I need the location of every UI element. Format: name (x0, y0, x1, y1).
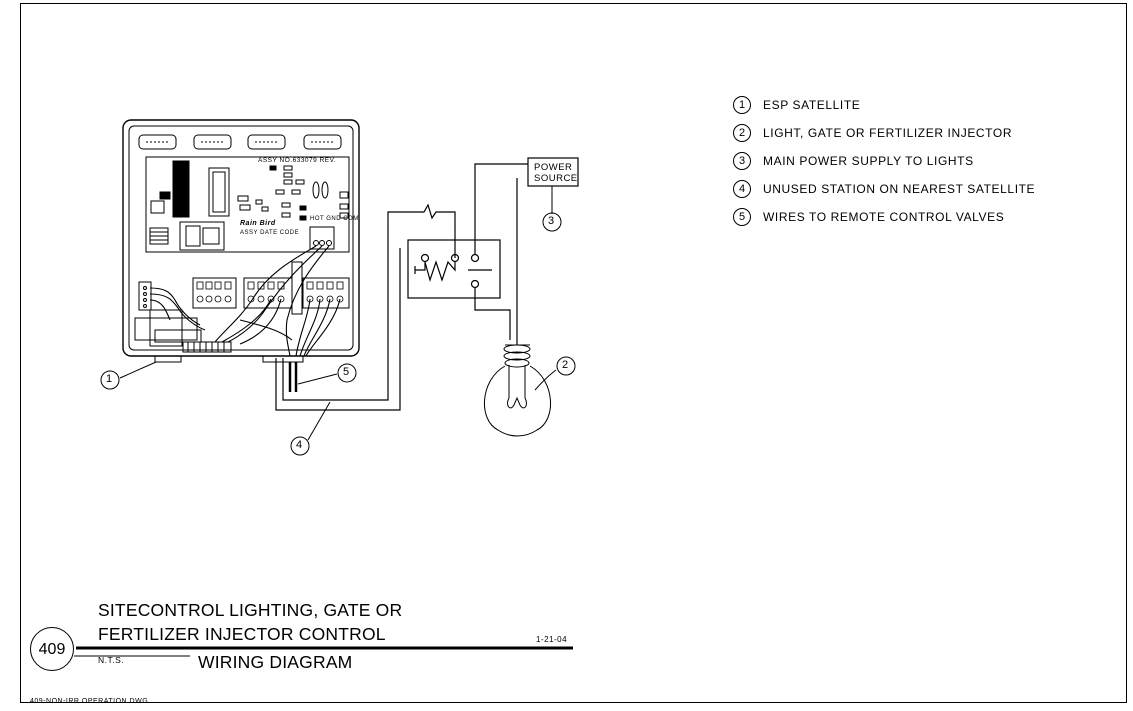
callout-5: 5 (343, 366, 350, 378)
filename-label: 409-NON-IRR OPERATION.DWG (30, 698, 149, 705)
light-bulb (484, 344, 551, 437)
legend-number: 2 (733, 124, 751, 142)
legend-number: 4 (733, 180, 751, 198)
legend-number: 3 (733, 152, 751, 170)
legend-text: LIGHT, GATE OR FERTILIZER INJECTOR (763, 126, 1013, 140)
callout-circles (100, 212, 576, 456)
date-label: 1-21-04 (536, 635, 568, 644)
legend-number: 5 (733, 208, 751, 226)
external-wiring (275, 157, 579, 411)
callout-leaders (119, 186, 557, 441)
transformer (134, 309, 304, 363)
callout-2: 2 (562, 359, 569, 371)
connector-row (138, 134, 342, 150)
legend-text: UNUSED STATION ON NEAREST SATELLITE (763, 182, 1036, 196)
title-block-lines (74, 646, 573, 657)
terminal-labels: HOT GND COM (310, 216, 359, 222)
board-date-label: ASSY DATE CODE (240, 230, 300, 236)
legend-text: ESP SATELLITE (763, 98, 861, 112)
callout-3: 3 (548, 215, 555, 227)
legend-number: 1 (733, 96, 751, 114)
title-line-1: SITECONTROL LIGHTING, GATE OR (98, 600, 403, 620)
legend-text: MAIN POWER SUPPLY TO LIGHTS (763, 154, 974, 168)
circuit-board (145, 156, 350, 253)
detail-number: 409 (30, 627, 74, 671)
power-source-label-line2: SOURCE (534, 173, 578, 184)
terminal-strips (138, 261, 350, 315)
internal-wiring (149, 245, 341, 357)
scale-label: N.T.S. (98, 655, 125, 665)
title-line-2: FERTILIZER INJECTOR CONTROL (98, 624, 386, 644)
board-assy-label: ASSY NO.633079 REV. (258, 157, 337, 164)
legend-text: WIRES TO REMOTE CONTROL VALVES (763, 210, 1005, 224)
subtitle: WIRING DIAGRAM (198, 652, 353, 672)
drawing-border (20, 3, 1127, 703)
power-source-label-line1: POWER (534, 162, 573, 173)
callout-1: 1 (106, 373, 113, 385)
callout-4: 4 (296, 439, 303, 451)
relay-box (407, 239, 501, 299)
board-logo: Rain Bird (240, 220, 276, 227)
